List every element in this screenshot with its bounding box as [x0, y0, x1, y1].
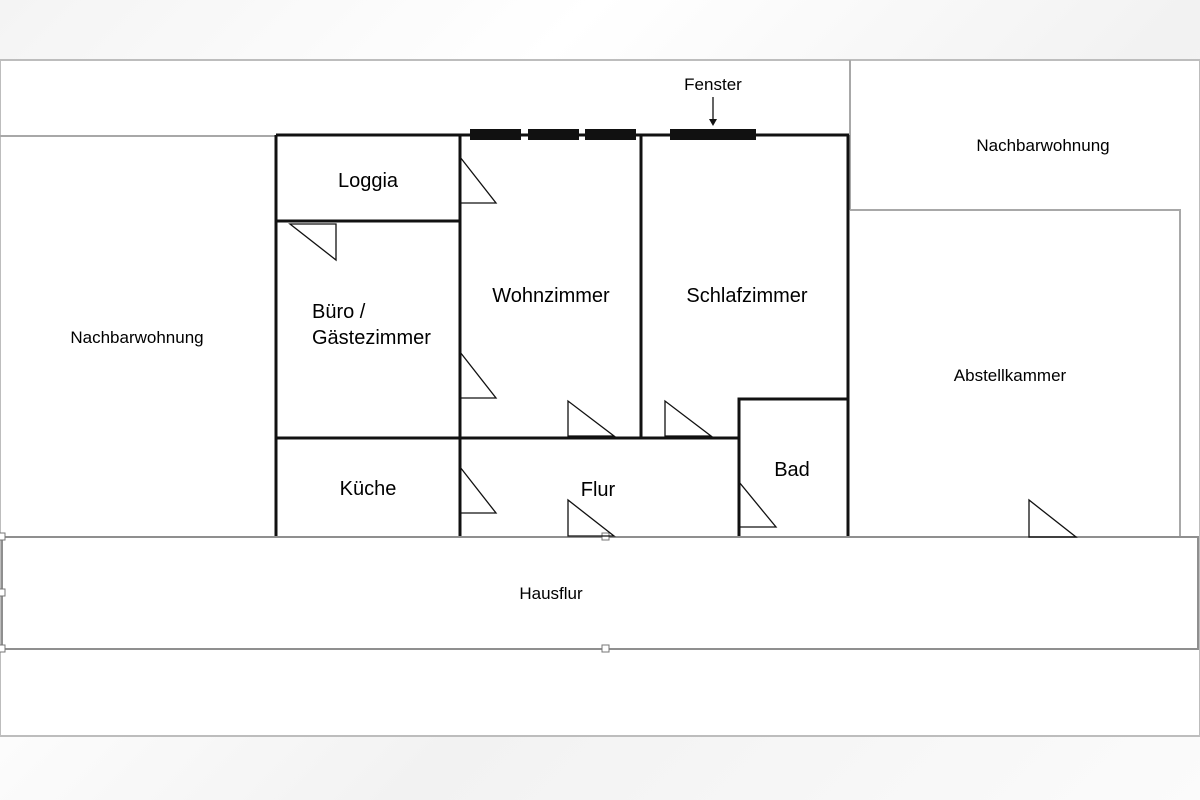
handle — [0, 532, 6, 541]
buero-label-line2: Gästezimmer — [312, 327, 431, 349]
schlafzimmer-label: Schlafzimmer — [686, 285, 807, 307]
doors — [288, 155, 1078, 538]
loggia-label: Loggia — [338, 170, 399, 192]
handle — [601, 644, 610, 653]
window — [528, 129, 579, 140]
kueche-label: Küche — [340, 478, 397, 500]
door-swing — [459, 465, 498, 514]
buero-label-line1: Büro / — [312, 301, 366, 323]
handle — [0, 588, 6, 597]
wohnzimmer-label: Wohnzimmer — [492, 285, 610, 307]
hausflur-label: Hausflur — [519, 584, 583, 603]
flur-label: Flur — [581, 479, 616, 501]
handle — [0, 644, 6, 653]
nachbarwohnung-left-label: Nachbarwohnung — [70, 328, 203, 347]
hausflur-corridor — [0, 532, 1199, 653]
door-swing — [459, 155, 498, 204]
door-swing — [567, 498, 616, 537]
window — [470, 129, 521, 140]
window — [585, 129, 636, 140]
nachbarwohnung-right-label: Nachbarwohnung — [976, 136, 1109, 155]
door-swing — [459, 350, 498, 399]
door-swing — [567, 399, 616, 437]
window — [670, 129, 756, 140]
door-swing — [1028, 498, 1078, 538]
door-swing — [288, 223, 337, 262]
bad-label: Bad — [774, 459, 810, 481]
abstellkammer-label: Abstellkammer — [954, 366, 1067, 385]
fenster-arrow — [709, 97, 717, 126]
windows — [470, 129, 756, 140]
door-swing — [738, 480, 778, 528]
surrounding-outlines — [0, 60, 1181, 536]
door-swing — [664, 399, 713, 437]
fenster-label: Fenster — [684, 75, 742, 94]
